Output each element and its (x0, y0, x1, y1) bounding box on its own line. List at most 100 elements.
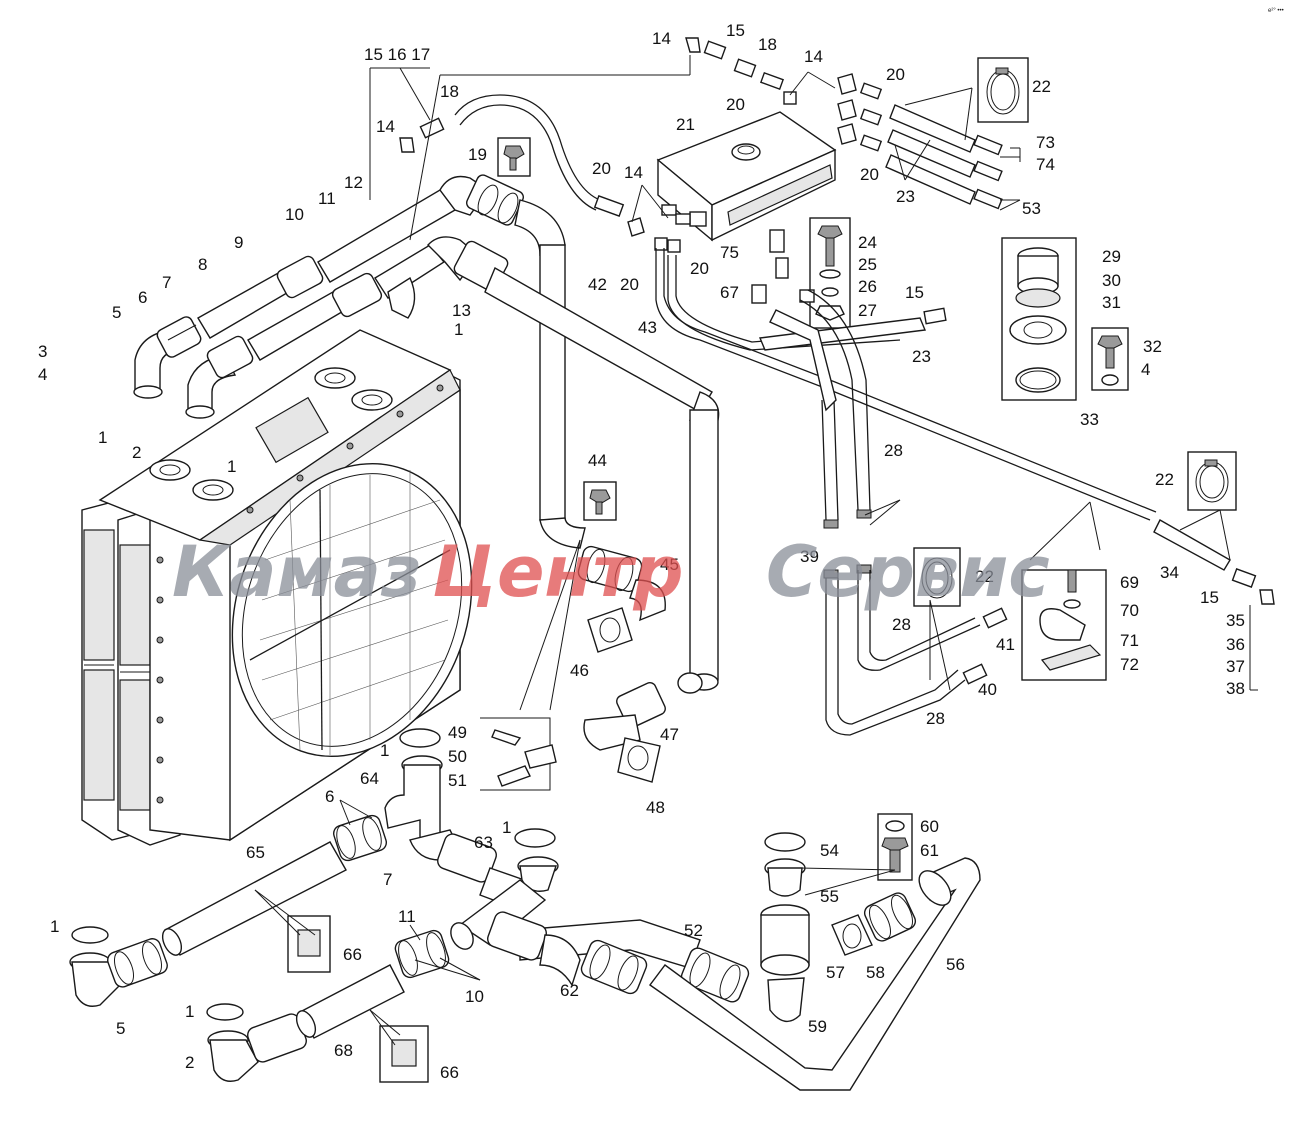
callout-32: 32 (1143, 337, 1162, 356)
callout-7: 7 (383, 870, 392, 889)
radiator-assembly (81, 329, 473, 846)
callout-12: 12 (344, 173, 363, 192)
callout-56: 56 (946, 955, 965, 974)
watermark-text-kamaz: Камаз (172, 531, 422, 613)
callout-33: 33 (1080, 410, 1099, 429)
callout-14: 14 (376, 117, 395, 136)
callout-18: 18 (758, 35, 777, 54)
callout-31: 31 (1102, 293, 1121, 312)
callout-20: 20 (592, 159, 611, 178)
callout-20: 20 (726, 95, 745, 114)
callout-15: 15 (726, 21, 745, 40)
callout-6: 6 (138, 288, 147, 307)
callout-24: 24 (858, 233, 877, 252)
callout-14: 14 (652, 29, 671, 48)
callout-72: 72 (1120, 655, 1139, 674)
callout-67: 67 (720, 283, 739, 302)
radiator-core-grid (249, 470, 451, 755)
bolt-32 (1091, 327, 1129, 391)
callout-37: 37 (1226, 657, 1245, 676)
lower-piping (69, 728, 981, 1091)
callout-63: 63 (474, 833, 493, 852)
callout-14: 14 (624, 163, 643, 182)
watermark: Камаз Центр Сервис (172, 531, 1050, 613)
callout-27: 27 (858, 301, 877, 320)
callout-13: 13 (452, 301, 471, 320)
callout-22: 22 (1155, 470, 1174, 489)
callout-53: 53 (1022, 199, 1041, 218)
callout-66: 66 (440, 1063, 459, 1082)
callout-35: 35 (1226, 611, 1245, 630)
callout-69: 69 (1120, 573, 1139, 592)
fitting-19 (497, 137, 531, 177)
callout-59: 59 (808, 1017, 827, 1036)
callout-15: 15 (1200, 588, 1219, 607)
callout-23: 23 (912, 347, 931, 366)
hose-18-upper (454, 94, 601, 211)
callout-3: 3 (38, 342, 47, 361)
callout-23: 23 (896, 187, 915, 206)
clamp-22-right (1187, 451, 1237, 511)
callout-58: 58 (866, 963, 885, 982)
corner-mark: e²° ••• (1268, 8, 1284, 14)
expansion-tank-21 (656, 111, 837, 242)
upper-left-piping (133, 174, 566, 419)
callout-1: 1 (227, 457, 236, 476)
callout-61: 61 (920, 841, 939, 860)
callout-68: 68 (334, 1041, 353, 1060)
callout-64: 64 (360, 769, 379, 788)
callout-52: 52 (684, 921, 703, 940)
callout-71: 71 (1120, 631, 1139, 650)
bolt-24-27 (809, 217, 851, 329)
callout-73: 73 (1036, 133, 1055, 152)
callout-50: 50 (448, 747, 467, 766)
callout-1: 1 (185, 1002, 194, 1021)
sleeve-47-flange-48 (583, 681, 666, 783)
callout-54: 54 (820, 841, 839, 860)
callout-38: 38 (1226, 679, 1245, 698)
callout-57: 57 (826, 963, 845, 982)
callout-42: 42 (588, 275, 607, 294)
callout-74: 74 (1036, 155, 1055, 174)
radiator-bolts (156, 384, 444, 804)
callout-4: 4 (1141, 360, 1150, 379)
callout-5: 5 (112, 303, 121, 322)
callout-1: 1 (380, 741, 389, 760)
watermark-text-tsentr: Центр (432, 531, 683, 613)
callout-labels: 1 1 1 1 1 1 1 2 2 3 4 4 5 5 6 6 7 7 8 9 … (38, 21, 1245, 1082)
callout-22: 22 (1032, 77, 1051, 96)
callout-45: 45 (660, 555, 679, 574)
callout-70: 70 (1120, 601, 1139, 620)
callout-2: 2 (185, 1053, 194, 1072)
callout-10: 10 (285, 205, 304, 224)
callout-4: 4 (38, 365, 47, 384)
callout-9: 9 (234, 233, 243, 252)
callout-22: 22 (975, 567, 994, 586)
callout-1: 1 (502, 818, 511, 837)
callout-20: 20 (690, 259, 709, 278)
coolant-tubes (655, 248, 1275, 736)
callout-28: 28 (892, 615, 911, 634)
callout-36: 36 (1226, 635, 1245, 654)
callout-11: 11 (318, 189, 336, 208)
callout-55: 55 (820, 887, 839, 906)
pipes-42-43 (484, 244, 720, 694)
callout-14: 14 (804, 47, 823, 66)
callout-39: 39 (800, 547, 819, 566)
callout-51: 51 (448, 771, 467, 790)
callout-44: 44 (588, 451, 607, 470)
callout-18: 18 (440, 82, 459, 101)
fittings-67-75 (751, 229, 815, 304)
filler-29-33 (1001, 237, 1077, 401)
callout-75: 75 (720, 243, 739, 262)
callout-43: 43 (638, 318, 657, 337)
callout-34: 34 (1160, 563, 1179, 582)
kit-49-50-51 (480, 717, 557, 791)
callout-41: 41 (996, 635, 1015, 654)
callout-20: 20 (886, 65, 905, 84)
tubes-23-upper (885, 104, 1003, 210)
bracket-69-72 (1021, 569, 1107, 681)
callout-21: 21 (676, 115, 695, 134)
callout-29: 29 (1102, 247, 1121, 266)
callout-19: 19 (468, 145, 487, 164)
